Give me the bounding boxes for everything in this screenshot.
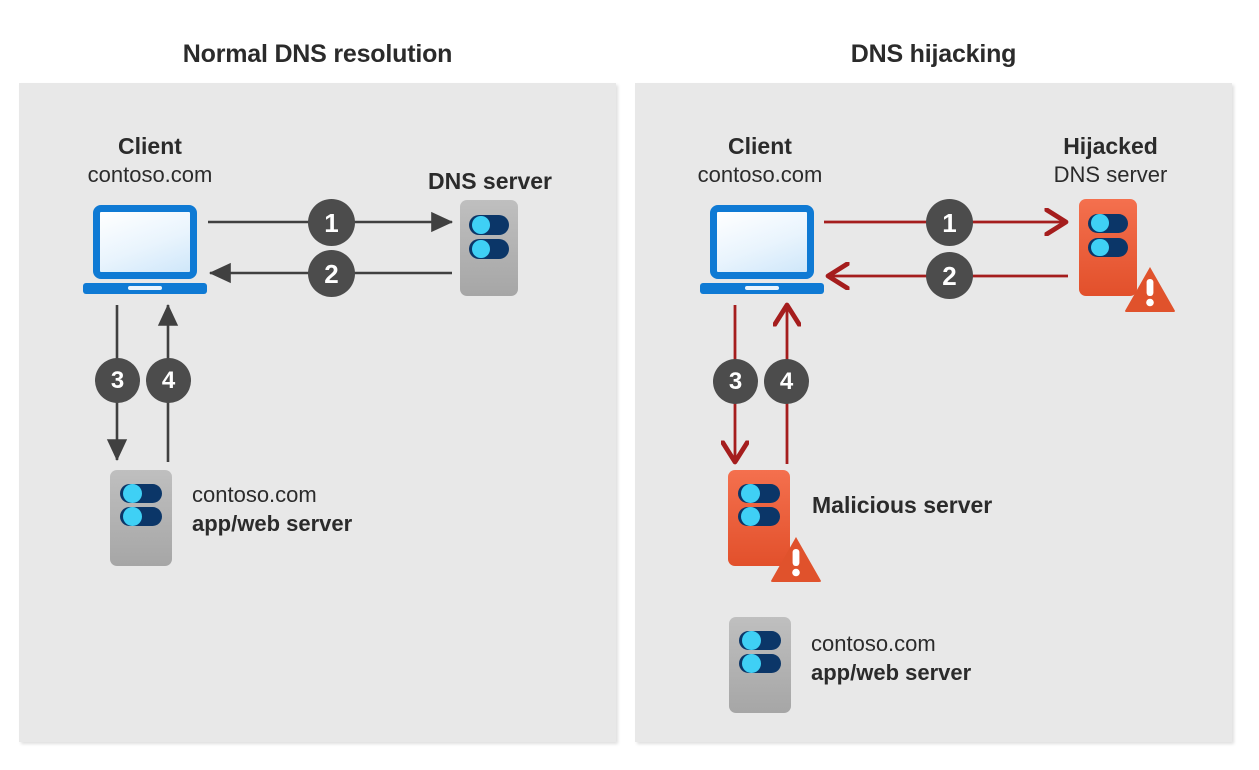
hijacked-dns-server-icon <box>1079 199 1137 296</box>
server-led-icon-2 <box>741 654 761 674</box>
dns-server-icon <box>460 200 518 296</box>
app-web-server-domain: contoso.com <box>811 631 936 656</box>
warning-triangle-icon <box>1125 267 1175 312</box>
server-led-icon-1 <box>740 484 760 503</box>
server-led-icon-2 <box>472 240 490 258</box>
step-badge-2-normal: 2 <box>308 250 355 297</box>
client-label-title: Client <box>728 133 792 159</box>
step-badge-1-hijacking: 1 <box>926 199 973 246</box>
client-label-hijacking: Client contoso.com <box>650 132 870 190</box>
server-pill-icon-2 <box>1088 237 1128 258</box>
server-pill-icon-1 <box>1088 213 1128 233</box>
laptop-notch-icon <box>745 286 779 290</box>
malicious-server-label: Malicious server <box>812 492 993 518</box>
app-web-server-domain: contoso.com <box>192 482 317 507</box>
server-led-icon-1 <box>741 631 761 650</box>
laptop-screen-icon <box>710 205 814 279</box>
laptop-screen-icon <box>93 205 197 279</box>
laptop-icon <box>83 205 207 295</box>
server-pill-icon-1 <box>737 484 781 503</box>
server-pill-icon-1 <box>738 631 782 650</box>
server-pill-icon-2 <box>119 507 163 527</box>
client-label-normal: Client contoso.com <box>40 132 260 190</box>
warning-triangle-icon <box>771 537 821 582</box>
app-web-server-icon-normal <box>110 470 172 566</box>
server-led-icon-1 <box>472 216 490 234</box>
app-web-server-label-normal: contoso.com app/web server <box>192 481 352 538</box>
app-web-server-role: app/web server <box>192 510 353 536</box>
malicious-server-icon <box>728 470 790 566</box>
step-badge-4-hijacking: 4 <box>764 359 809 404</box>
client-label-title: Client <box>118 133 182 159</box>
dns-server-label-normal: DNS server <box>380 167 600 196</box>
step-badge-2-hijacking: 2 <box>926 252 973 299</box>
server-led-icon-2 <box>740 507 760 527</box>
server-led-icon-2 <box>122 507 142 527</box>
page-title-normal-dns: Normal DNS resolution <box>182 40 453 68</box>
server-pill-icon-2 <box>737 507 781 527</box>
server-led-icon-2 <box>1091 238 1109 257</box>
app-web-server-icon-hijacking <box>729 617 791 713</box>
hijacked-dns-label-detail: DNS server <box>1053 162 1168 188</box>
step-badge-1-normal: 1 <box>308 199 355 246</box>
panel-normal-dns-resolution <box>19 83 616 742</box>
app-web-server-label-hijacking: contoso.com app/web server <box>811 630 971 687</box>
step-badge-4-normal: 4 <box>146 358 191 403</box>
client-label-domain: contoso.com <box>87 162 213 188</box>
server-pill-icon-2 <box>469 239 509 259</box>
hijacked-dns-label-title: Hijacked <box>1063 133 1158 159</box>
dns-server-label-title: DNS server <box>427 168 553 194</box>
server-pill-icon-2 <box>738 654 782 674</box>
server-led-icon-1 <box>1091 214 1109 233</box>
server-pill-icon-1 <box>469 215 509 235</box>
app-web-server-role: app/web server <box>811 659 972 685</box>
client-label-domain: contoso.com <box>697 162 823 188</box>
server-led-icon-1 <box>122 484 142 503</box>
step-badge-3-normal: 3 <box>95 358 140 403</box>
step-badge-3-hijacking: 3 <box>713 359 758 404</box>
hijacked-dns-server-label: Hijacked DNS server <box>1003 132 1218 190</box>
laptop-notch-icon <box>128 286 162 290</box>
laptop-icon <box>700 205 824 295</box>
server-pill-icon-1 <box>119 484 163 503</box>
page-title-dns-hijacking: DNS hijacking <box>850 40 1017 68</box>
